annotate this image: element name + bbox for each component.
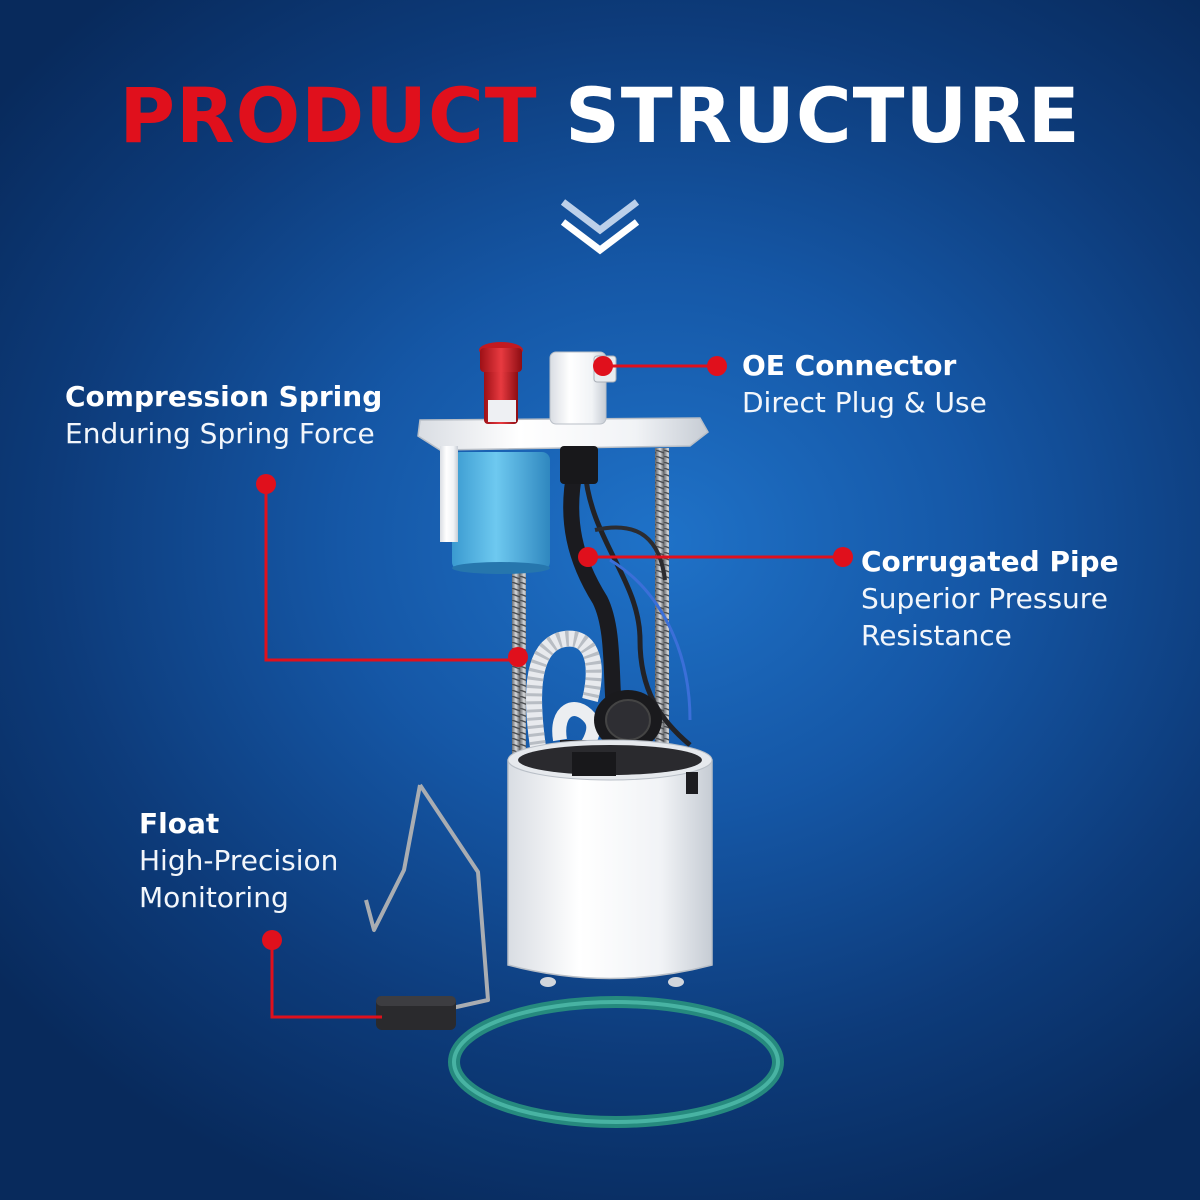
callout-oe-connector: OE Connector Direct Plug & Use (742, 348, 987, 421)
callout-heading: OE Connector (742, 349, 957, 382)
callout-subtext: Enduring Spring Force (65, 417, 375, 450)
callout-subtext: Direct Plug & Use (742, 386, 987, 419)
callout-subtext: Monitoring (139, 881, 289, 914)
corrugated-pipe-label-dot (833, 547, 853, 567)
page-title: PRODUCT STRUCTURE (0, 72, 1200, 160)
callout-subtext: Resistance (861, 619, 1012, 652)
callout-heading: Compression Spring (65, 380, 383, 413)
double-chevron-down-icon (560, 199, 640, 255)
callout-heading: Float (139, 807, 220, 840)
callout-corrugated-pipe: Corrugated Pipe Superior Pressure Resist… (861, 544, 1119, 654)
title-word-structure: STRUCTURE (565, 71, 1081, 160)
title-word-product: PRODUCT (119, 71, 538, 160)
callout-subtext: Superior Pressure (861, 582, 1108, 615)
corrugated-pipe-pointer-dot (578, 547, 598, 567)
compression-spring-pointer-dot (508, 647, 528, 667)
callout-heading: Corrugated Pipe (861, 545, 1119, 578)
float-label-dot (262, 930, 282, 950)
oe-connector-label-dot (707, 356, 727, 376)
callout-subtext: High-Precision (139, 844, 339, 877)
oe-connector-pointer-dot (593, 356, 613, 376)
compression-spring-label-dot (256, 474, 276, 494)
callout-compression-spring: Compression Spring Enduring Spring Force (65, 379, 382, 452)
callout-float: Float High-Precision Monitoring (139, 806, 338, 916)
